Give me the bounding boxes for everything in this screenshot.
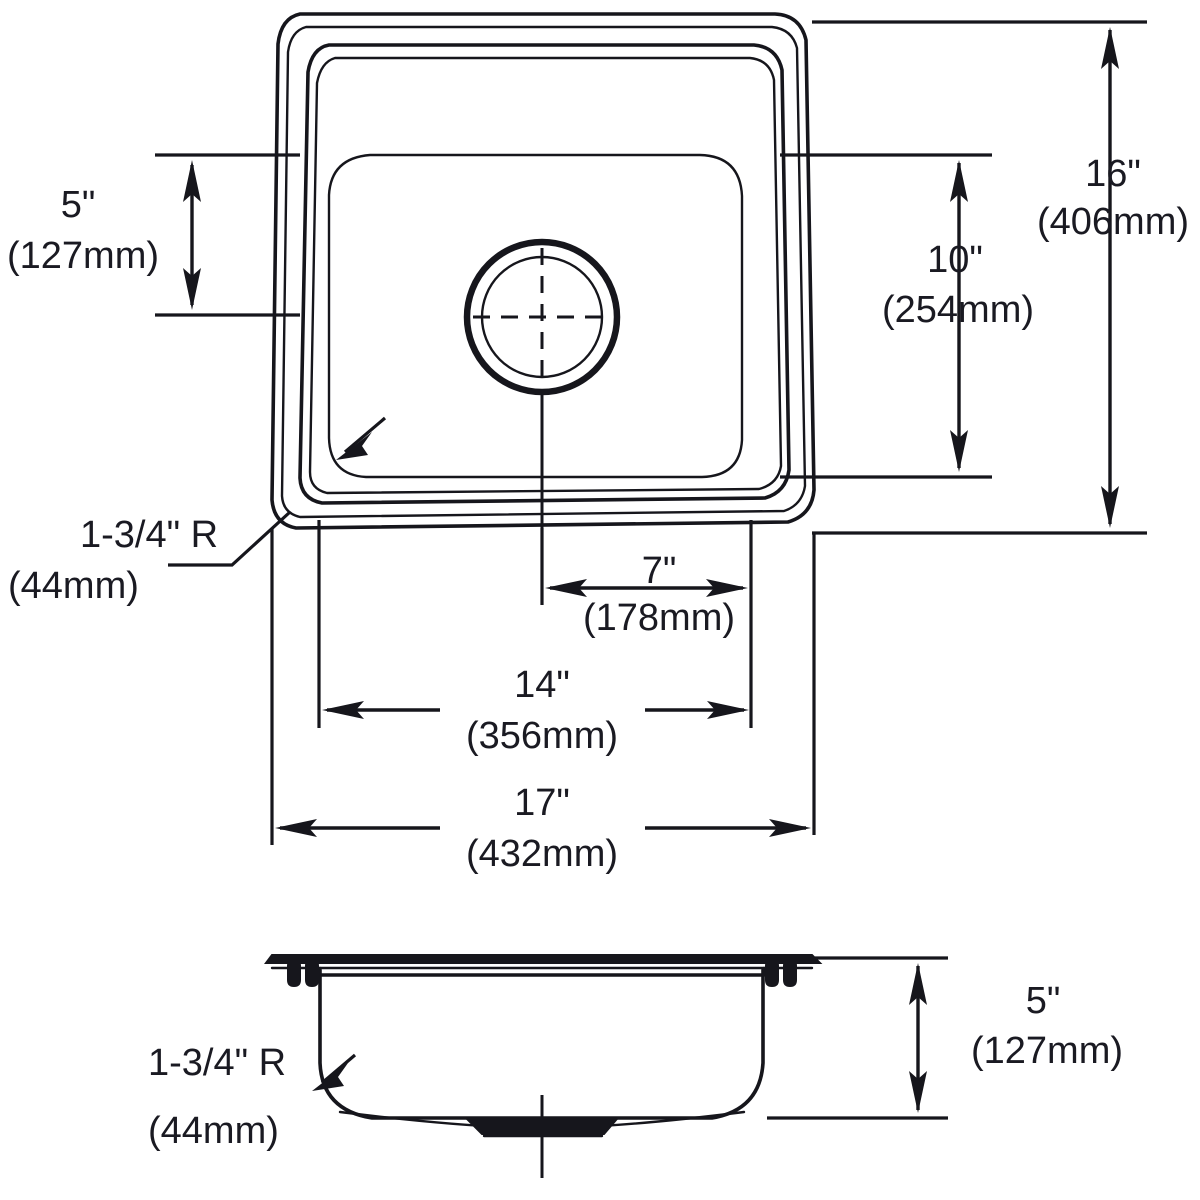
dim-corner-radius-top-metric: (44mm) <box>8 565 139 607</box>
dimension-overall-height: 16" (406mm) <box>812 20 1189 835</box>
dim-left-depth-imperial: 5" <box>61 184 96 226</box>
dimension-corner-radius-section: 1-3/4" R (44mm) <box>148 1042 357 1152</box>
radius-arrowhead-icon <box>336 432 372 460</box>
mounting-clip-left-a <box>287 958 301 988</box>
rim-outer-inner-line <box>280 25 807 519</box>
mounting-clip-right-a <box>765 958 779 988</box>
mounting-clip-left-b <box>305 958 319 988</box>
bowl-floor-outline <box>327 153 744 479</box>
dim-bowl-height-imperial: 10" <box>927 239 983 281</box>
rim-outer-edge <box>270 12 816 530</box>
dim-overall-height-metric: (406mm) <box>1037 201 1189 243</box>
radius-arrow-shaft <box>343 416 387 454</box>
bowl-rim-inner-line <box>308 56 783 495</box>
dim-corner-radius-top-imperial: 1-3/4" R <box>80 514 218 556</box>
dim-drain-offset-metric: (178mm) <box>583 597 735 639</box>
dimension-corner-radius-top: 1-3/4" R (44mm) <box>8 416 387 607</box>
dim-bowl-height-metric: (254mm) <box>882 289 1034 331</box>
dim-overall-width-imperial: 17" <box>514 782 570 824</box>
dimension-bowl-height: 10" (254mm) <box>780 153 1034 479</box>
top-view-geometry <box>270 12 816 530</box>
section-view-geometry <box>264 954 823 1178</box>
dim-section-depth-metric: (127mm) <box>971 1030 1123 1072</box>
dim-left-depth-metric: (127mm) <box>7 235 159 277</box>
dim-drain-offset-imperial: 7" <box>642 550 677 592</box>
bottom-extension-lines <box>270 520 753 845</box>
dim-bowl-width-imperial: 14" <box>514 664 570 706</box>
section-rim-center-mark <box>539 956 545 962</box>
dim-bowl-width-metric: (356mm) <box>466 715 618 757</box>
dimension-drain-offset: 7" (178mm) <box>545 550 748 639</box>
dim-section-depth-imperial: 5" <box>1026 980 1061 1022</box>
radius-arrowhead-icon <box>312 1063 348 1091</box>
dimension-overall-width: 17" (432mm) <box>275 782 811 875</box>
mounting-clip-right-b <box>783 958 797 988</box>
dimension-bowl-width: 14" (356mm) <box>322 664 749 757</box>
bowl-rim-outer-line <box>298 43 791 505</box>
dim-corner-radius-section-metric: (44mm) <box>148 1110 279 1152</box>
dim-overall-height-imperial: 16" <box>1085 153 1141 195</box>
dimension-section-depth: 5" (127mm) <box>767 956 1123 1120</box>
radius-arrow-shaft <box>320 1053 357 1085</box>
dim-overall-width-metric: (432mm) <box>466 833 618 875</box>
dimension-left-depth: 5" (127mm) <box>7 153 300 317</box>
dim-corner-radius-section-imperial: 1-3/4" R <box>148 1042 286 1084</box>
